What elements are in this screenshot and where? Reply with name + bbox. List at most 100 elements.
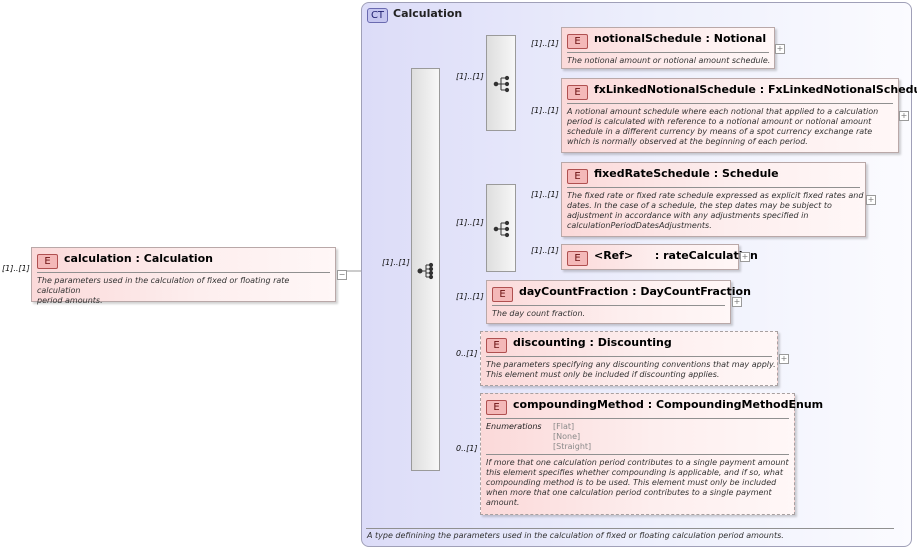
- complex-type-badge: CT: [367, 8, 388, 23]
- type-separator: :: [705, 32, 710, 45]
- element-title: fixedRateSchedule : Schedule: [594, 167, 779, 180]
- description-line: The parameters used in the calculation o…: [37, 276, 290, 295]
- element-title: fxLinkedNotionalSchedule : FxLinkedNotio…: [594, 83, 917, 96]
- element-compoundingMethod[interactable]: E compoundingMethod : CompoundingMethodE…: [480, 393, 823, 515]
- element-description: The fixed rate or fixed rate schedule ex…: [567, 191, 863, 231]
- element-name: dayCountFraction: [519, 285, 629, 298]
- expand-icon[interactable]: +: [740, 252, 750, 262]
- element-rateCalculation[interactable]: E <Ref> : rateCalculation: [561, 244, 758, 270]
- type-separator: :: [759, 83, 765, 96]
- element-separator: [567, 52, 769, 53]
- fxlinked-cardinality: [1]..[1]: [531, 106, 559, 115]
- element-fixedRateSchedule[interactable]: E fixedRateSchedule : Schedule The fixed…: [561, 162, 866, 237]
- description-line: This element must only be included if di…: [486, 370, 720, 379]
- element-separator: [486, 454, 789, 455]
- element-type: Schedule: [721, 167, 779, 180]
- compounding-cardinality: 0..[1]: [456, 444, 478, 453]
- element-description: The parameters used in the calculation o…: [37, 276, 335, 306]
- element-separator: [486, 418, 789, 419]
- complex-type-title: Calculation: [393, 7, 463, 20]
- element-dayCountFraction[interactable]: E dayCountFraction : DayCountFraction Th…: [486, 280, 751, 324]
- complex-type-separator: [366, 528, 894, 529]
- element-name: rateCalculation: [663, 249, 758, 262]
- element-title: dayCountFraction : DayCountFraction: [519, 285, 751, 298]
- enumeration-value: [Flat]: [553, 422, 575, 431]
- expand-icon[interactable]: +: [899, 111, 909, 121]
- element-separator: [486, 356, 772, 357]
- element-type: Notional: [713, 32, 767, 45]
- expand-icon[interactable]: +: [732, 297, 742, 307]
- ratecalc-cardinality: [1]..[1]: [531, 246, 559, 255]
- element-type: FxLinkedNotionalSchedule: [767, 83, 917, 96]
- element-name: calculation: [64, 252, 132, 265]
- element-fxLinkedNotionalSchedule[interactable]: E fxLinkedNotionalSchedule : FxLinkedNot…: [561, 78, 917, 153]
- element-separator: [492, 305, 725, 306]
- element-type: DayCountFraction: [640, 285, 751, 298]
- element-badge: E: [567, 34, 588, 49]
- sequence-cardinality: [1]..[1]: [382, 258, 410, 267]
- description-line: this element specifies whether compoundi…: [486, 468, 783, 477]
- description-line: calculationPeriodDatesAdjustments.: [567, 221, 712, 230]
- expand-icon[interactable]: +: [866, 195, 876, 205]
- notional-cardinality: [1]..[1]: [531, 39, 559, 48]
- element-badge: E: [567, 85, 588, 100]
- element-title: calculation : Calculation: [64, 252, 213, 265]
- element-name: fxLinkedNotionalSchedule: [594, 83, 756, 96]
- element-name: notionalSchedule: [594, 32, 702, 45]
- type-separator: :: [589, 336, 594, 349]
- discounting-cardinality: 0..[1]: [456, 349, 478, 358]
- element-separator: [567, 103, 893, 104]
- description-line: adjustment in accordance with any adjust…: [567, 211, 809, 220]
- description-line: amount.: [486, 498, 520, 507]
- element-description: The parameters specifying any discountin…: [486, 360, 776, 380]
- fixedrate-cardinality: [1]..[1]: [531, 190, 559, 199]
- element-badge: E: [486, 400, 507, 415]
- description-line: compounding method is to be used. This e…: [486, 478, 777, 487]
- element-badge: E: [486, 338, 507, 353]
- choice-compositor-1[interactable]: [486, 35, 516, 131]
- type-separator: :: [632, 285, 637, 298]
- element-ref: <Ref>: [594, 249, 634, 262]
- description-line: The notional amount or notional amount s…: [567, 56, 771, 65]
- daycount-cardinality: [1]..[1]: [456, 292, 484, 301]
- description-line: dates. In the case of a schedule, the st…: [567, 201, 832, 210]
- element-description: If more that one calculation period cont…: [486, 458, 789, 508]
- element-type: Discounting: [597, 336, 672, 349]
- element-title: discounting : Discounting: [513, 336, 672, 349]
- choice-compositor-2[interactable]: [486, 184, 516, 272]
- element-description: A notional amount schedule where each no…: [567, 107, 878, 147]
- description-line: period is calculated with reference to a…: [567, 117, 872, 126]
- expand-icon[interactable]: +: [779, 354, 789, 364]
- element-type: Calculation: [143, 252, 214, 265]
- description-line: The parameters specifying any discountin…: [486, 360, 776, 369]
- element-badge: E: [492, 287, 513, 302]
- element-badge: E: [567, 251, 588, 266]
- element-notionalSchedule[interactable]: E notionalSchedule : Notional The notion…: [561, 27, 775, 69]
- element-discounting[interactable]: E discounting : Discounting The paramete…: [480, 331, 778, 386]
- choice-icon: [493, 220, 510, 238]
- element-badge: E: [37, 254, 58, 269]
- type-separator: :: [135, 252, 140, 265]
- element-title: notionalSchedule : Notional: [594, 32, 766, 45]
- element-separator: [567, 187, 860, 188]
- element-name: fixedRateSchedule: [594, 167, 710, 180]
- complex-type-description: A type definining the parameters used in…: [367, 531, 784, 540]
- root-element-calculation[interactable]: E calculation : Calculation The paramete…: [31, 247, 336, 305]
- element-description: The day count fraction.: [492, 309, 585, 319]
- description-line: period amounts.: [37, 296, 103, 305]
- description-line: If more that one calculation period cont…: [486, 458, 789, 467]
- enumerations-label: Enumerations: [486, 422, 542, 431]
- root-cardinality: [1]..[1]: [2, 264, 30, 273]
- sequence-compositor[interactable]: [411, 68, 440, 471]
- element-title: <Ref> : rateCalculation: [594, 249, 758, 262]
- element-name: discounting: [513, 336, 586, 349]
- description-line: which is normally observed at the beginn…: [567, 137, 808, 146]
- choice1-cardinality: [1]..[1]: [456, 72, 484, 81]
- choice-icon: [493, 75, 510, 93]
- choice2-cardinality: [1]..[1]: [456, 218, 484, 227]
- description-line: schedule in a different currency by mean…: [567, 127, 873, 136]
- type-separator: :: [654, 249, 660, 262]
- expand-icon[interactable]: +: [775, 44, 785, 54]
- collapse-icon[interactable]: −: [337, 270, 347, 280]
- enumeration-value: [Straight]: [553, 442, 592, 451]
